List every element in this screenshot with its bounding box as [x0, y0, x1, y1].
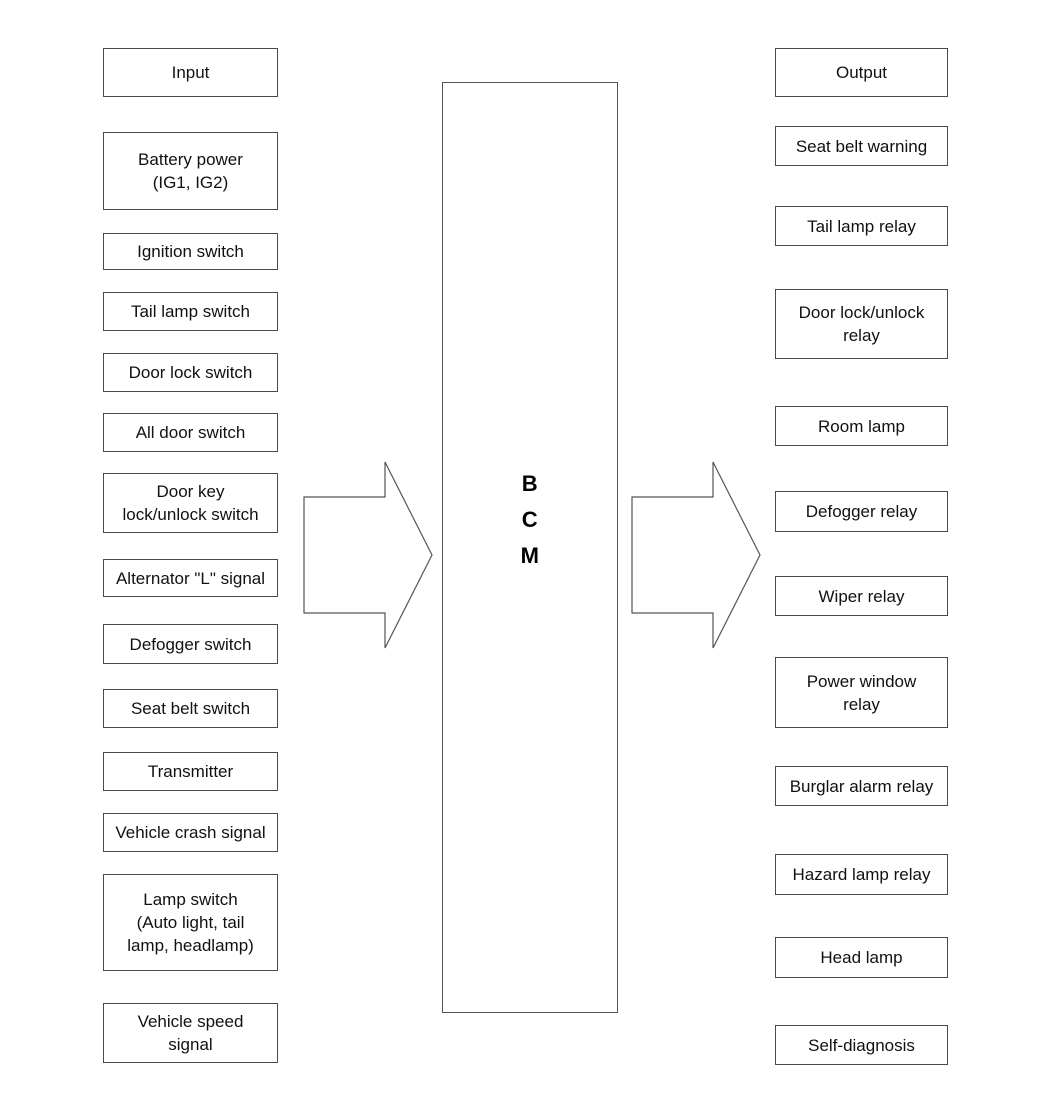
input-node-vehicle-crash-signal: Vehicle crash signal	[103, 813, 278, 852]
input-node-ignition-switch: Ignition switch	[103, 233, 278, 270]
bcm-center-box	[442, 82, 618, 1013]
output-node-door-lock-unlock-relay: Door lock/unlock relay	[775, 289, 948, 359]
output-node-hazard-lamp-relay: Hazard lamp relay	[775, 854, 948, 895]
output-arrow	[631, 461, 761, 649]
input-node-tail-lamp-switch: Tail lamp switch	[103, 292, 278, 331]
output-node-seat-belt-warning: Seat belt warning	[775, 126, 948, 166]
input-node-transmitter: Transmitter	[103, 752, 278, 791]
input-node-vehicle-speed-signal: Vehicle speed signal	[103, 1003, 278, 1063]
input-node-battery-power-ig1-ig2: Battery power (IG1, IG2)	[103, 132, 278, 210]
input-column-header-input: Input	[103, 48, 278, 97]
output-node-room-lamp: Room lamp	[775, 406, 948, 446]
input-node-door-lock-switch: Door lock switch	[103, 353, 278, 392]
output-node-head-lamp: Head lamp	[775, 937, 948, 978]
output-node-tail-lamp-relay: Tail lamp relay	[775, 206, 948, 246]
output-node-power-window-relay: Power window relay	[775, 657, 948, 728]
input-arrow-shape	[303, 461, 433, 649]
input-node-seat-belt-switch: Seat belt switch	[103, 689, 278, 728]
input-arrow	[303, 461, 433, 649]
output-node-burglar-alarm-relay: Burglar alarm relay	[775, 766, 948, 806]
input-node-lamp-switch-auto-light-tail-lamp-headlamp: Lamp switch (Auto light, tail lamp, head…	[103, 874, 278, 971]
input-node-door-key-lock-unlock-switch: Door key lock/unlock switch	[103, 473, 278, 533]
output-node-self-diagnosis: Self-diagnosis	[775, 1025, 948, 1065]
output-node-wiper-relay: Wiper relay	[775, 576, 948, 616]
input-node-alternator-l-signal: Alternator "L" signal	[103, 559, 278, 597]
input-node-defogger-switch: Defogger switch	[103, 624, 278, 664]
input-node-all-door-switch: All door switch	[103, 413, 278, 452]
output-column-header-output: Output	[775, 48, 948, 97]
output-node-defogger-relay: Defogger relay	[775, 491, 948, 532]
output-arrow-shape	[631, 461, 761, 649]
bcm-label: B C M	[520, 471, 540, 568]
